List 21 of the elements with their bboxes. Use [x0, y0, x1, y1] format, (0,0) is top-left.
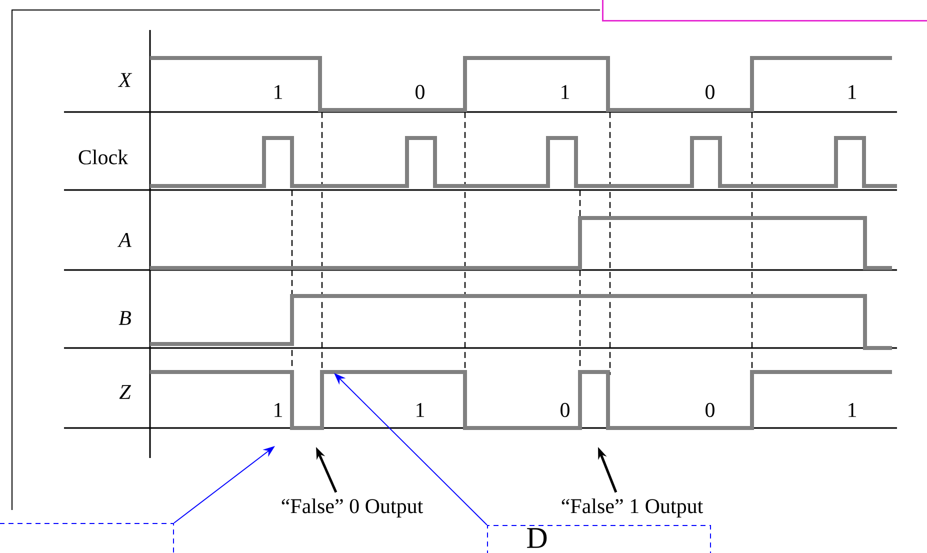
logic-value: 0	[706, 84, 714, 100]
note-text: D	[527, 528, 547, 548]
logic-value: 1	[416, 403, 424, 417]
logic-value: 1	[562, 85, 569, 99]
signal-name: B	[118, 311, 131, 325]
logic-value: 1	[274, 85, 282, 99]
logic-value: 1	[848, 85, 856, 99]
signal-name: A	[117, 233, 132, 247]
logic-value: 0	[706, 402, 714, 418]
signal-name: X	[118, 73, 132, 87]
annotation: “False” 0 Output	[282, 498, 424, 518]
signal-name: Z	[119, 385, 132, 399]
logic-value: 0	[560, 402, 570, 418]
title-box	[602, 0, 927, 22]
logic-value: 1	[274, 403, 282, 417]
logic-value: 1	[848, 403, 856, 417]
signal-name: Clock	[78, 150, 128, 164]
logic-value: 0	[416, 84, 424, 100]
note-box	[487, 525, 711, 553]
note-box	[0, 523, 174, 553]
annotation: “False” 1 Output	[562, 498, 704, 518]
